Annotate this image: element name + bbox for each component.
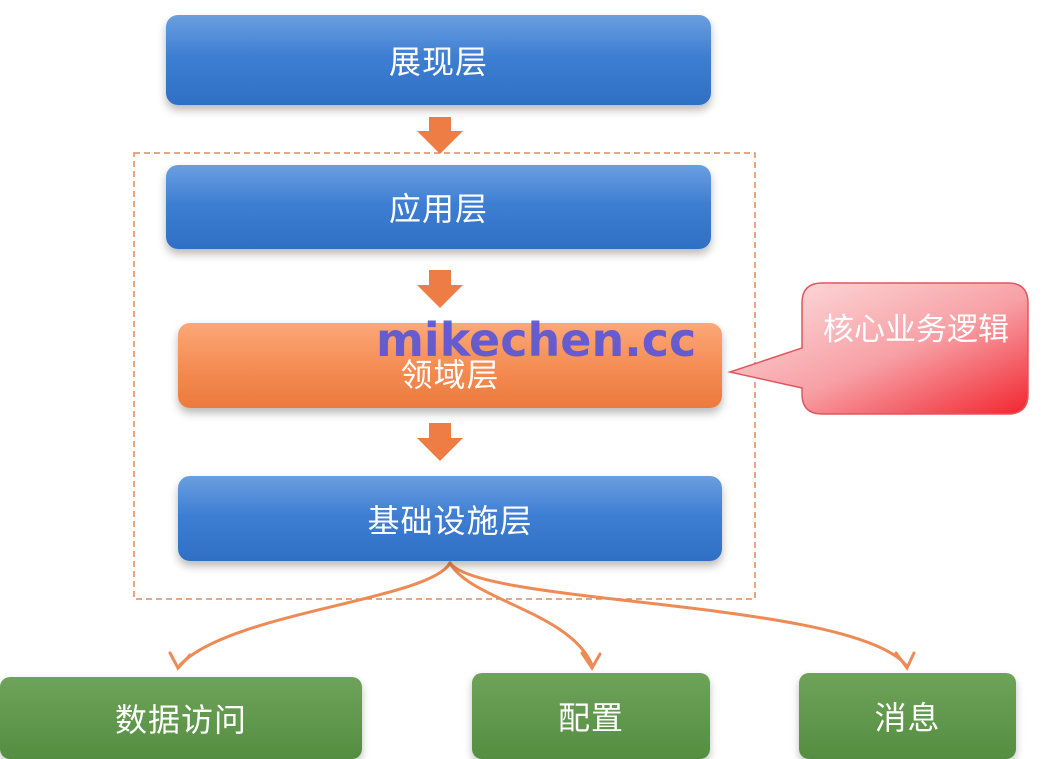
arrowhead-config [580,651,602,671]
down-arrow-2 [417,270,463,308]
application-layer: 应用层 [166,165,711,249]
data-access-label: 数据访问 [114,701,247,739]
config-label: 配置 [557,699,624,737]
presentation-layer: 展现层 [166,15,711,105]
application-layer-label: 应用层 [388,190,488,228]
presentation-layer-label: 展现层 [388,43,488,81]
watermark: mikechen.cc [376,313,697,367]
connector-data-access [178,561,452,667]
down-arrow-1 [417,117,463,154]
domain-layer-label: 领域层 [400,355,500,394]
connector-message [448,561,908,667]
down-arrow-3 [417,423,463,461]
core-business-logic-callout: 核心业务逻辑 [823,312,1009,348]
domain-layer: 领域层 [178,323,722,408]
infrastructure-layer: 基础设施层 [178,476,722,561]
message-box: 消息 [799,673,1016,759]
data-access-box: 数据访问 [0,677,362,759]
arrowhead-data-access [168,651,192,671]
infrastructure-layer-label: 基础设施层 [367,501,533,540]
connector-config [448,561,594,667]
callout-bubble [727,282,1029,415]
message-label: 消息 [874,699,941,737]
arrowhead-message [894,651,916,671]
config-box: 配置 [472,673,710,759]
